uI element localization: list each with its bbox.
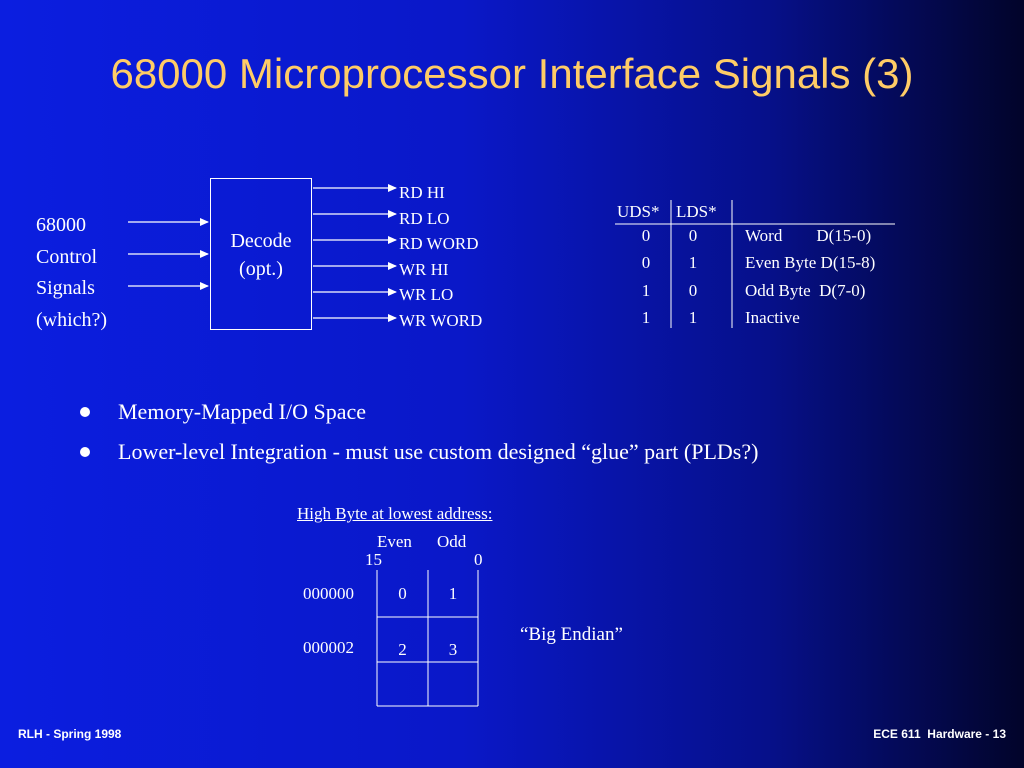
output-label: WR LO [399,285,454,305]
table-cell-lds: 1 [688,253,698,272]
footer-left: RLH - Spring 1998 [18,727,122,741]
bullet-icon [80,447,90,457]
bullet-item: Lower-level Integration - must use custo… [80,432,758,472]
memory-cell: 1 [448,584,458,603]
memory-cell: 3 [448,640,458,659]
table-header-uds: UDS* [617,202,660,221]
table-cell-uds: 1 [641,281,651,300]
control-line: (which?) [36,308,108,331]
bullet-item: Memory-Mapped I/O Space [80,392,758,432]
decode-block: Decode (opt.) [210,178,312,330]
decode-label: Decode [230,230,292,252]
address-label: 000002 [303,638,354,657]
bullet-text: Lower-level Integration - must use custo… [118,439,759,464]
endian-title: High Byte at lowest address: [297,504,493,523]
control-signals-label: 68000 Control Signals (which?) [36,210,107,336]
table-cell-desc: Inactive [745,308,800,327]
memory-cell: 0 [398,584,407,603]
output-label: WR WORD [399,310,483,330]
decode-sublabel: (opt.) [239,258,283,280]
bullet-icon [80,407,90,417]
slide-title: 68000 Microprocessor Interface Signals (… [110,50,914,97]
table-cell-uds: 0 [641,253,651,272]
bullet-list: Memory-Mapped I/O Space Lower-level Inte… [80,392,758,472]
even-label: Even [377,532,412,551]
table-cell-lds: 1 [688,308,698,327]
table-cell-desc: Odd Byte D(7-0) [745,281,866,300]
output-label: RD HI [399,183,445,202]
table-cell-desc: Even Byte D(15-8) [745,253,876,272]
table-cell-lds: 0 [688,226,698,245]
odd-label: Odd [437,532,467,551]
footer-right: ECE 611 Hardware - 13 [873,727,1006,741]
table-cell-desc: Word D(15-0) [745,226,872,245]
address-label: 000000 [303,584,354,603]
bit-high-label: 15 [365,550,382,569]
bullet-text: Memory-Mapped I/O Space [118,399,367,424]
output-label: WR HI [399,259,449,279]
control-line: 68000 [36,214,86,236]
control-line: Control [36,245,98,268]
output-label: RD WORD [399,234,479,254]
table-cell-uds: 0 [641,226,651,245]
bit-low-label: 0 [474,550,483,569]
output-label: RD LO [399,208,450,228]
table-cell-uds: 1 [641,308,651,327]
table-header-lds: LDS* [676,202,717,221]
memory-cell: 2 [398,640,407,659]
table-cell-lds: 0 [688,281,698,300]
decode-outputs: RD HI RD LO RD WORD WR HI WR LO WR WORD [399,180,482,334]
big-endian-caption: “Big Endian” [520,624,623,645]
control-line: Signals [36,277,95,299]
